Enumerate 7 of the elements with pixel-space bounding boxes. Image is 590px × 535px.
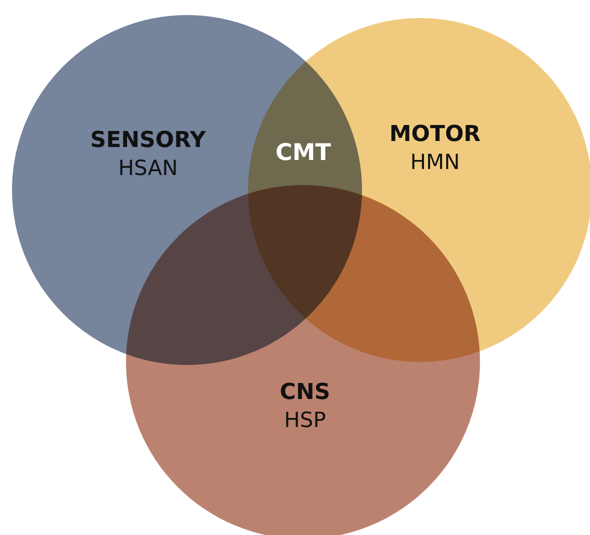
category-subtitle: HSP [284, 408, 326, 432]
category-subtitle: HSAN [118, 156, 178, 180]
overlap-label: CMT [276, 140, 331, 166]
category-heading: CNS [280, 380, 330, 405]
category-heading: MOTOR [389, 122, 481, 147]
category-heading: SENSORY [90, 128, 206, 153]
category-subtitle: HMN [410, 150, 460, 174]
